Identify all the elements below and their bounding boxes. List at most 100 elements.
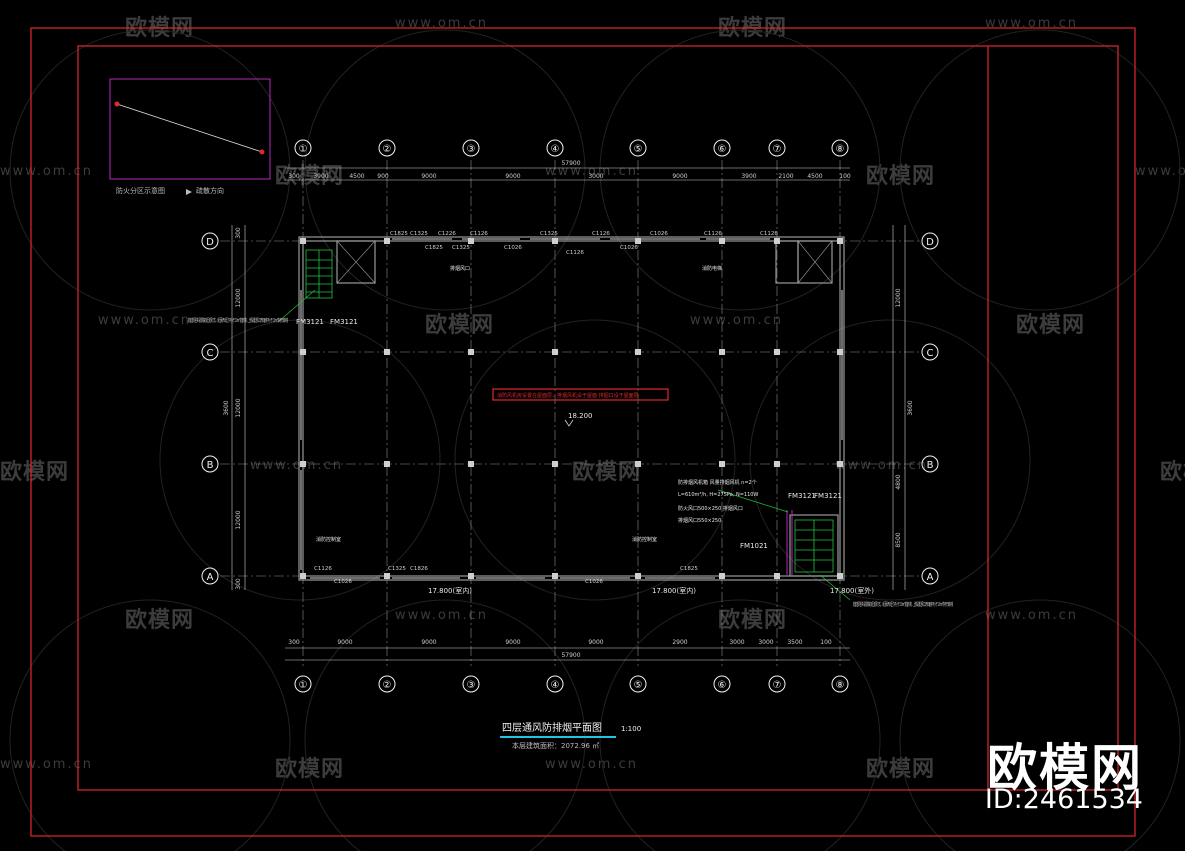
dim-left: 300 (235, 578, 242, 590)
notes: 前室送风竖井设置机械加压送风方式，余压阀开启压力不小于2.0m²前室外墙，上部设… (188, 265, 953, 608)
dim-top: 4500 (349, 173, 364, 180)
dim-top: 9000 (421, 173, 436, 180)
note-room: 消防电梯 (702, 265, 722, 272)
watermark-url: www.om.cn (0, 757, 93, 772)
dim-left: 3600 (223, 400, 230, 415)
note-stair-right: 前室送风竖井设置机械加压送风方式，余压阀开启压力不小于2.0m²前室外墙，上部设… (853, 601, 953, 608)
dimension-vertical: 300 12000 3600 12000 300 12000 12000 360… (223, 227, 914, 590)
stair-right (794, 519, 834, 573)
window-label: C1226 (438, 231, 456, 237)
window-label: C1126 (470, 231, 488, 237)
fire-door-label: FM3121 (330, 318, 358, 326)
watermark-cn: 欧模网 (0, 460, 70, 485)
note-fan: 防排烟风机箱 风量排烟风机 n=2个 (678, 479, 757, 486)
dim-bottom: 9000 (337, 639, 352, 646)
window-label: C1026 (334, 579, 352, 585)
window-label: C1126 (566, 250, 584, 256)
window-label: C1126 (314, 566, 332, 572)
watermark-url: www.om.cn (395, 16, 488, 31)
axis-label-y: D (926, 237, 934, 248)
axis-label-x: ② (383, 680, 392, 691)
axis-label-y: D (206, 237, 214, 248)
axis-label-y: B (207, 460, 214, 471)
watermark-cn: 欧模网 (1016, 313, 1086, 338)
dim-left-inner: 12000 (235, 398, 242, 417)
window-label: C1325 (540, 231, 558, 237)
area-note: 本层建筑面积：2072.96 ㎡ (512, 741, 599, 750)
watermark-url: www.om.cn (0, 164, 93, 179)
watermark-url: www.om.cn (690, 313, 783, 328)
total-dim-top: 57900 (561, 160, 580, 167)
axis-label-x: ① (299, 144, 308, 155)
window-label: C1026 (504, 245, 522, 251)
watermark-cn: 欧模网 (718, 608, 788, 633)
axis-label-x: ⑧ (836, 680, 845, 691)
watermark-url: www.om.cn (985, 16, 1078, 31)
key-plan-legend-arrow: 疏散方向 (196, 186, 224, 195)
axis-label-x: ③ (467, 144, 476, 155)
window-labels: C1825 C1325 C1226 C1126 C1325 C1126 C102… (314, 231, 778, 585)
key-plan: 防火分区示意图 疏散方向 (109, 78, 271, 195)
drawing-frame (30, 27, 1136, 837)
watermark-url: www.om.cn (985, 608, 1078, 623)
dim-top: 9000 (505, 173, 520, 180)
dim-right: 3600 (907, 400, 914, 415)
dim-bottom: 9000 (588, 639, 603, 646)
axis-label-y: C (207, 348, 214, 359)
window-label: C1026 (620, 245, 638, 251)
window-label: C1825 (425, 245, 443, 251)
dim-left: 300 (235, 227, 242, 239)
dim-bottom: 3000 (758, 639, 773, 646)
watermark-cn: 欧模网 (425, 313, 495, 338)
building-walls (298, 236, 845, 581)
note-duct: 防火风口500×250 排烟风口 (678, 505, 743, 512)
axis-label-x: ⑤ (634, 680, 643, 691)
watermark-cn: 欧模网 (1160, 460, 1185, 485)
dim-bottom: 3500 (787, 639, 802, 646)
drawing-title: 四层通风防排烟平面图 (502, 721, 602, 734)
dim-top: 3000 (588, 173, 603, 180)
axis-label-y: A (207, 572, 214, 583)
axis-labels: ① ② ③ ④ ⑤ ⑥ ⑦ ⑧ ① ② ③ ④ ⑤ ⑥ ⑦ ⑧ D C B A … (206, 144, 934, 691)
smoke-duct (786, 510, 793, 575)
dim-bottom: 3000 (729, 639, 744, 646)
watermark-url: www.om.cn (250, 458, 343, 473)
window-label: C1026 (650, 231, 668, 237)
dim-right: 12000 (895, 288, 902, 307)
axis-label-y: C (927, 348, 934, 359)
note-room: 消防控制室 (316, 536, 341, 543)
watermark-cn: 欧模网 (125, 608, 195, 633)
level-label: 17.800(室内) (652, 586, 696, 595)
stair-left (305, 249, 333, 299)
dim-bottom: 2900 (672, 639, 687, 646)
columns (300, 238, 843, 579)
axis-label-x: ⑧ (836, 144, 845, 155)
dimension-lines (231, 167, 906, 661)
axis-label-x: ⑥ (718, 144, 727, 155)
dim-top: 300 (288, 173, 300, 180)
window-label: C1825 (680, 566, 698, 572)
leader-lines (277, 289, 851, 601)
level-label: 17.800(室外) (830, 586, 874, 595)
red-note-box (492, 388, 669, 401)
axis-label-x: ④ (551, 144, 560, 155)
dim-top: 2100 (778, 173, 793, 180)
dim-top: 3900 (741, 173, 756, 180)
axis-label-x: ⑦ (773, 144, 782, 155)
fire-door-labels: FM3121 FM3121 FM3121 FM3121 FM1021 (296, 318, 842, 550)
dim-left: 12000 (235, 510, 242, 529)
axis-label-x: ⑥ (718, 680, 727, 691)
fire-door-label: FM3121 (814, 492, 842, 500)
red-note-text: 消防风机房设置在屋面层，排烟风机设于屋面 排烟口设于屋面层 (497, 392, 639, 399)
brand-id: ID:2461534 (984, 784, 1143, 815)
fire-door-label: FM1021 (740, 542, 768, 550)
axis-label-y: B (927, 460, 934, 471)
watermark-rings (9, 29, 1181, 851)
window-label: C1325 (452, 245, 470, 251)
window-label: C1325 (388, 566, 406, 572)
window-label: C1826 (410, 566, 428, 572)
dim-top: 3900 (313, 173, 328, 180)
axis-label-x: ② (383, 144, 392, 155)
axis-label-x: ⑤ (634, 144, 643, 155)
